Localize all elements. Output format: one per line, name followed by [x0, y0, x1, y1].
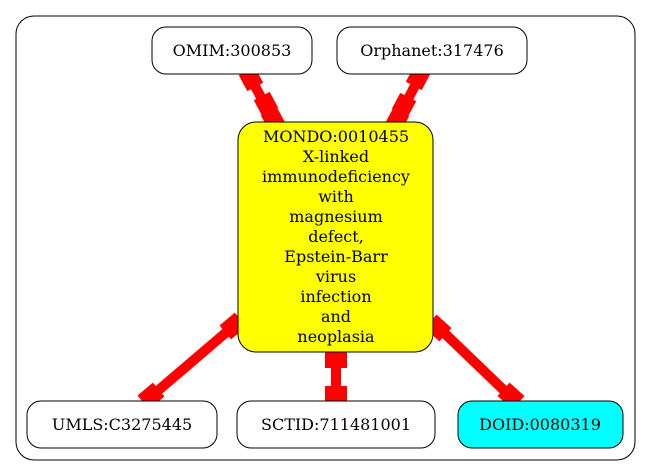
- node-doid-label: DOID:0080319: [479, 415, 601, 434]
- node-sctid[interactable]: SCTID:711481001: [236, 400, 436, 449]
- center-label-line: defect,: [308, 227, 364, 246]
- center-label-line: with: [318, 187, 354, 206]
- node-umls-label: UMLS:C3275445: [52, 415, 192, 434]
- center-label-line: immunodeficiency: [262, 167, 410, 186]
- node-mondo-center[interactable]: MONDO:0010455 X-linked immunodeficiency …: [237, 121, 434, 353]
- node-sctid-box: [236, 400, 436, 449]
- node-orphanet[interactable]: Orphanet:317476: [336, 26, 528, 75]
- node-sctid-label: SCTID:711481001: [261, 415, 411, 434]
- edge-end-marker: [325, 348, 347, 368]
- node-doid[interactable]: DOID:0080319: [457, 400, 624, 449]
- node-doid-box: [457, 400, 624, 449]
- center-label-line: and: [321, 307, 351, 326]
- node-umls-box: [26, 400, 218, 449]
- node-orphanet-label: Orphanet:317476: [360, 41, 504, 60]
- center-label-line: virus: [315, 267, 356, 286]
- center-label-line: X-linked: [303, 147, 369, 166]
- node-omim[interactable]: OMIM:300853: [151, 26, 313, 75]
- edge-line: [143, 320, 240, 404]
- center-label-line: neoplasia: [297, 327, 375, 346]
- center-label-line: magnesium: [289, 207, 383, 226]
- center-label-line: infection: [300, 287, 371, 306]
- node-omim-box: [151, 26, 313, 75]
- node-omim-label: OMIM:300853: [173, 41, 292, 60]
- node-umls[interactable]: UMLS:C3275445: [26, 400, 218, 449]
- node-orphanet-box: [336, 26, 528, 75]
- edge-line: [432, 321, 518, 404]
- center-label-line: MONDO:0010455: [263, 127, 409, 146]
- edges: [137, 65, 525, 410]
- center-label-line: Epstein-Barr: [284, 247, 388, 266]
- node-mondo-box: [237, 121, 434, 353]
